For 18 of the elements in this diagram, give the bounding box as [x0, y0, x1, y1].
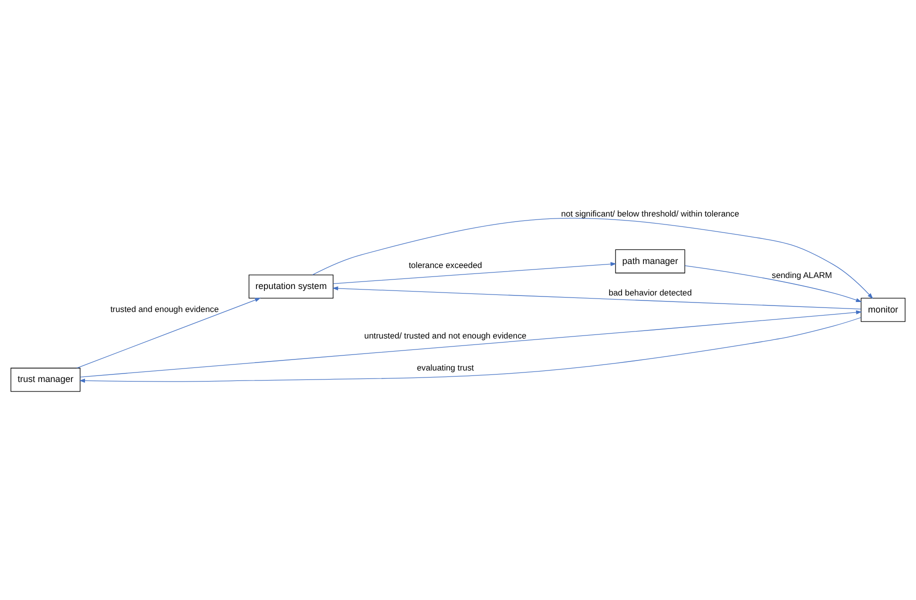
node-box: trust manager: [10, 367, 80, 392]
arrow: [684, 264, 862, 302]
edge-label: not significant/ below threshold/ within tolerance: [561, 208, 740, 218]
arrow: [80, 310, 862, 377]
node-box: reputation system: [248, 274, 334, 298]
edge-label: sending ALARM: [772, 269, 832, 280]
arrow: [332, 286, 862, 309]
edge-label: bad behavior detected: [608, 286, 692, 297]
arrow: [312, 217, 874, 298]
edge-label: untrusted/ trusted and not enough evidence: [364, 330, 526, 340]
arrow: [76, 297, 261, 368]
node-box: monitor: [860, 297, 906, 322]
edge-label: trusted and enough evidence: [110, 304, 219, 314]
edge-label: tolerance exceeded: [408, 260, 482, 270]
node-box: path manager: [615, 248, 686, 273]
arrow: [332, 262, 616, 284]
edge-label: evaluating trust: [416, 362, 474, 372]
arrow: [79, 316, 862, 382]
